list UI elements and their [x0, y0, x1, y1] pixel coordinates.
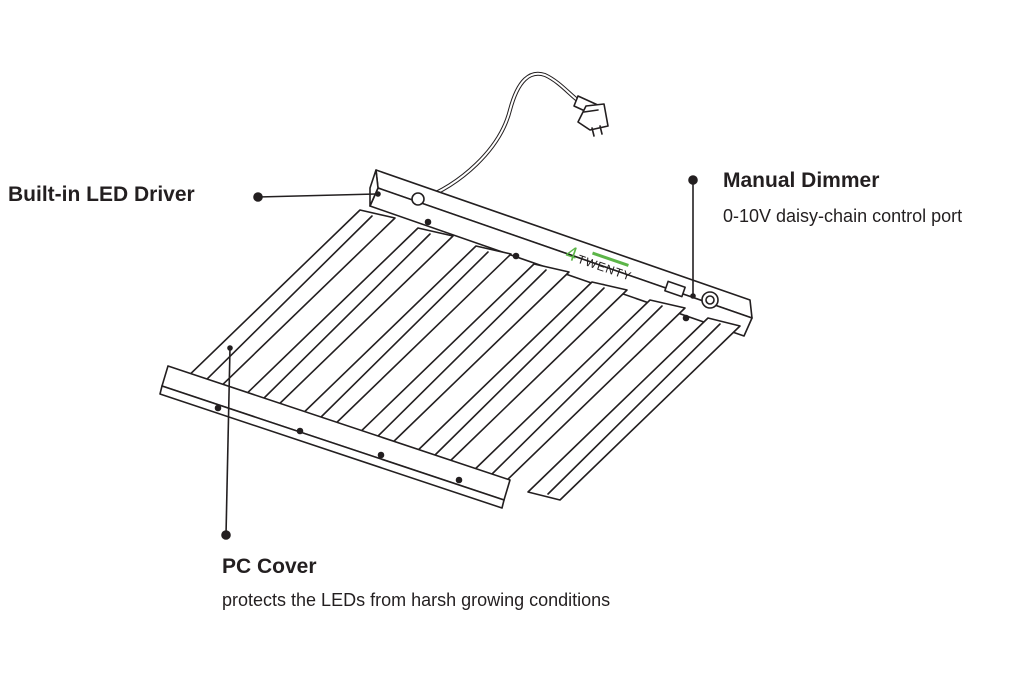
driver-leader: [253, 191, 381, 202]
dimmer-leader: [688, 175, 698, 299]
power-cord: [418, 71, 609, 202]
cover-callout-description: protects the LEDs from harsh growing con…: [222, 590, 611, 610]
dimmer-callout-title: Manual Dimmer: [723, 169, 880, 192]
bottom-rail: [159, 365, 511, 509]
callout-leaders: [221, 175, 698, 540]
driver-callout-title: Built-in LED Driver: [8, 183, 195, 206]
cover-callout-title: PC Cover: [222, 555, 317, 578]
driver-housing: [369, 169, 753, 337]
cover-leader: [221, 345, 233, 540]
dimmer-callout-description: 0-10V daisy-chain control port: [723, 206, 963, 226]
led-bar: [527, 317, 741, 501]
grow-light-fixture: [159, 71, 753, 509]
power-plug-icon: [573, 95, 609, 137]
led-bars: [179, 209, 741, 501]
